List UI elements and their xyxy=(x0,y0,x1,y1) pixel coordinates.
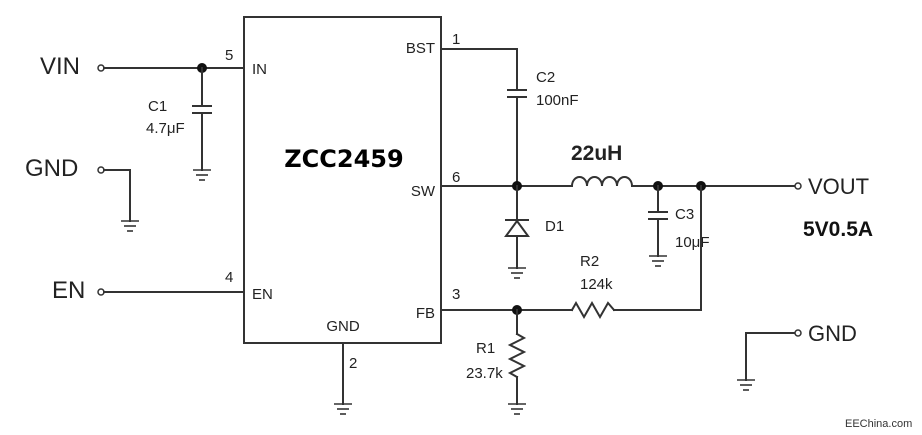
gnd-right-terminal xyxy=(794,329,802,337)
ic-ground-icon xyxy=(334,403,352,415)
pin-in-label: IN xyxy=(252,61,267,78)
gnd-right-wire xyxy=(745,332,796,381)
ic-name: ZCC2459 xyxy=(284,145,403,173)
pin-in-number: 5 xyxy=(225,47,233,64)
pin-en-number: 4 xyxy=(225,269,233,286)
ic-body xyxy=(243,16,442,344)
pin-gnd-label: GND xyxy=(326,318,360,335)
c1-value: 4.7μF xyxy=(146,120,185,137)
d1-diode-icon xyxy=(504,219,530,237)
pin-sw-label: SW xyxy=(411,183,436,200)
c3-ref: C3 xyxy=(675,206,694,223)
port-gnd-left-label: GND xyxy=(25,155,78,182)
port-vin-label: VIN xyxy=(40,53,80,80)
pin-fb-label: FB xyxy=(416,305,435,322)
c2-value: 100nF xyxy=(536,92,579,109)
inductor-coil-icon xyxy=(570,176,634,188)
c3-ground-icon xyxy=(649,255,667,267)
watermark: EEChina.com xyxy=(845,418,912,430)
pin-bst-label: BST xyxy=(406,40,435,57)
r1-ref: R1 xyxy=(476,340,495,357)
pin-bst-number: 1 xyxy=(452,31,460,48)
c3-value: 10μF xyxy=(675,234,710,251)
d1-ref: D1 xyxy=(545,218,564,235)
gnd-right-ground-icon xyxy=(737,379,755,391)
vout-terminal xyxy=(794,182,802,190)
pin-sw-number: 6 xyxy=(452,169,460,186)
port-en-label: EN xyxy=(52,277,85,304)
r2-resistor-icon xyxy=(570,300,616,320)
pin-gnd-number: 2 xyxy=(349,355,357,372)
pin-en-label: EN xyxy=(252,286,273,303)
gnd-left-wire xyxy=(103,169,131,222)
r2-value: 124k xyxy=(580,276,613,293)
gnd-left-ground-icon xyxy=(121,220,139,232)
r1-resistor-icon xyxy=(507,332,527,379)
bst-wire xyxy=(440,48,518,91)
r2-to-vout-wire xyxy=(613,185,702,311)
d1-ground-icon xyxy=(508,267,526,279)
inductor-value: 22uH xyxy=(571,142,622,165)
c1-ground-icon xyxy=(193,169,211,181)
r2-ref: R2 xyxy=(580,253,599,270)
r1-ground-icon xyxy=(508,403,526,415)
r1-value: 23.7k xyxy=(466,365,503,382)
pin-fb-number: 3 xyxy=(452,286,460,303)
port-vout-label: VOUT xyxy=(808,174,869,199)
port-gnd-right-label: GND xyxy=(808,321,857,346)
c1-ref: C1 xyxy=(148,98,167,115)
output-spec: 5V0.5A xyxy=(803,218,873,241)
c2-ref: C2 xyxy=(536,69,555,86)
